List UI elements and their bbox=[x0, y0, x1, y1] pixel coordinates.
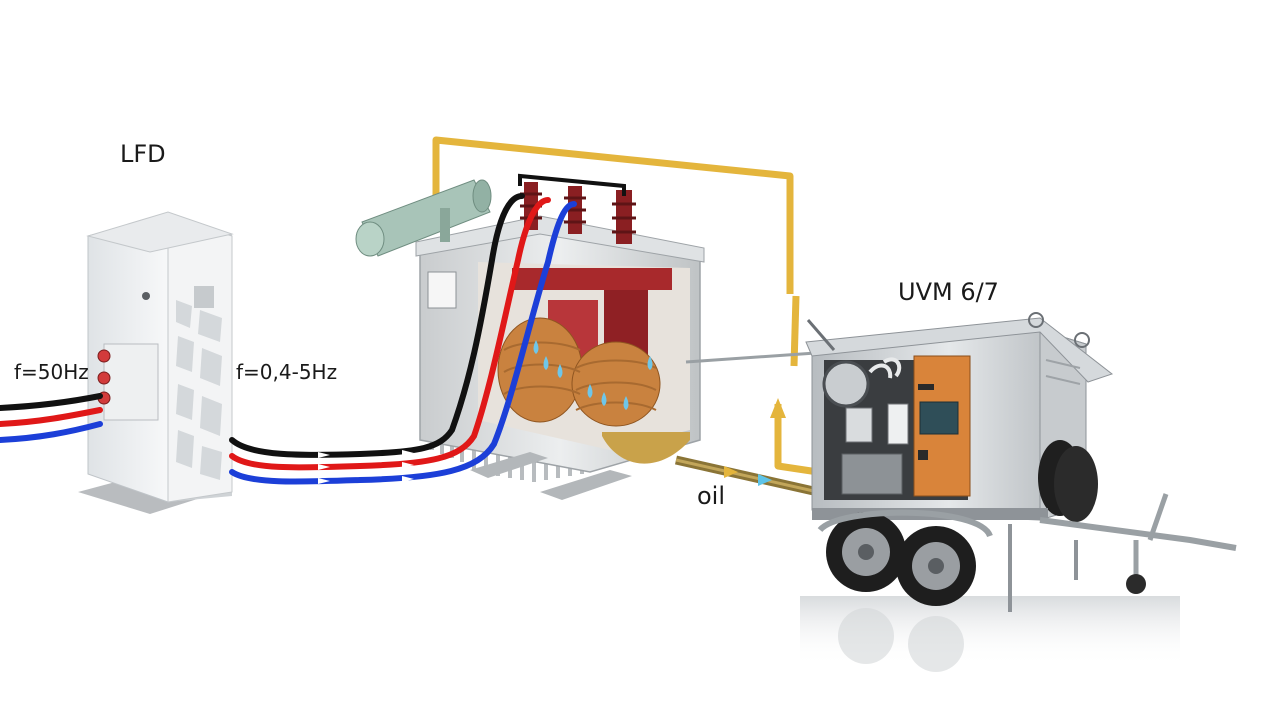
lfd-lock bbox=[142, 292, 150, 300]
oil-flow-arrow bbox=[770, 398, 786, 418]
lfd-display bbox=[194, 286, 214, 308]
input-frequency-label: f=50Hz bbox=[14, 360, 89, 384]
uvm-wheel-icon bbox=[896, 526, 976, 606]
input-cables bbox=[0, 396, 100, 440]
transformer-winding bbox=[572, 342, 660, 426]
uvm-control-screen bbox=[920, 402, 958, 434]
uvm-wheel-icon bbox=[826, 512, 906, 592]
uvm-pump-icon bbox=[824, 362, 868, 406]
uvm-trailer bbox=[800, 313, 1236, 672]
spare-wheel-icon bbox=[1054, 446, 1098, 522]
lfd-panel-door bbox=[104, 344, 158, 420]
uvm-label: UVM 6/7 bbox=[898, 278, 999, 306]
lfd-label: LFD bbox=[120, 140, 166, 168]
lfd-socket-icon bbox=[98, 372, 110, 384]
lfd-socket-icon bbox=[98, 350, 110, 362]
transformer-winding bbox=[498, 318, 582, 422]
oil-label: oil bbox=[697, 482, 725, 510]
transformer-base bbox=[540, 470, 632, 500]
output-frequency-label: f=0,4-5Hz bbox=[236, 360, 337, 384]
vacuum-hose bbox=[686, 352, 830, 362]
transformer-nameplate bbox=[428, 272, 456, 308]
lfd-cabinet bbox=[78, 212, 232, 514]
